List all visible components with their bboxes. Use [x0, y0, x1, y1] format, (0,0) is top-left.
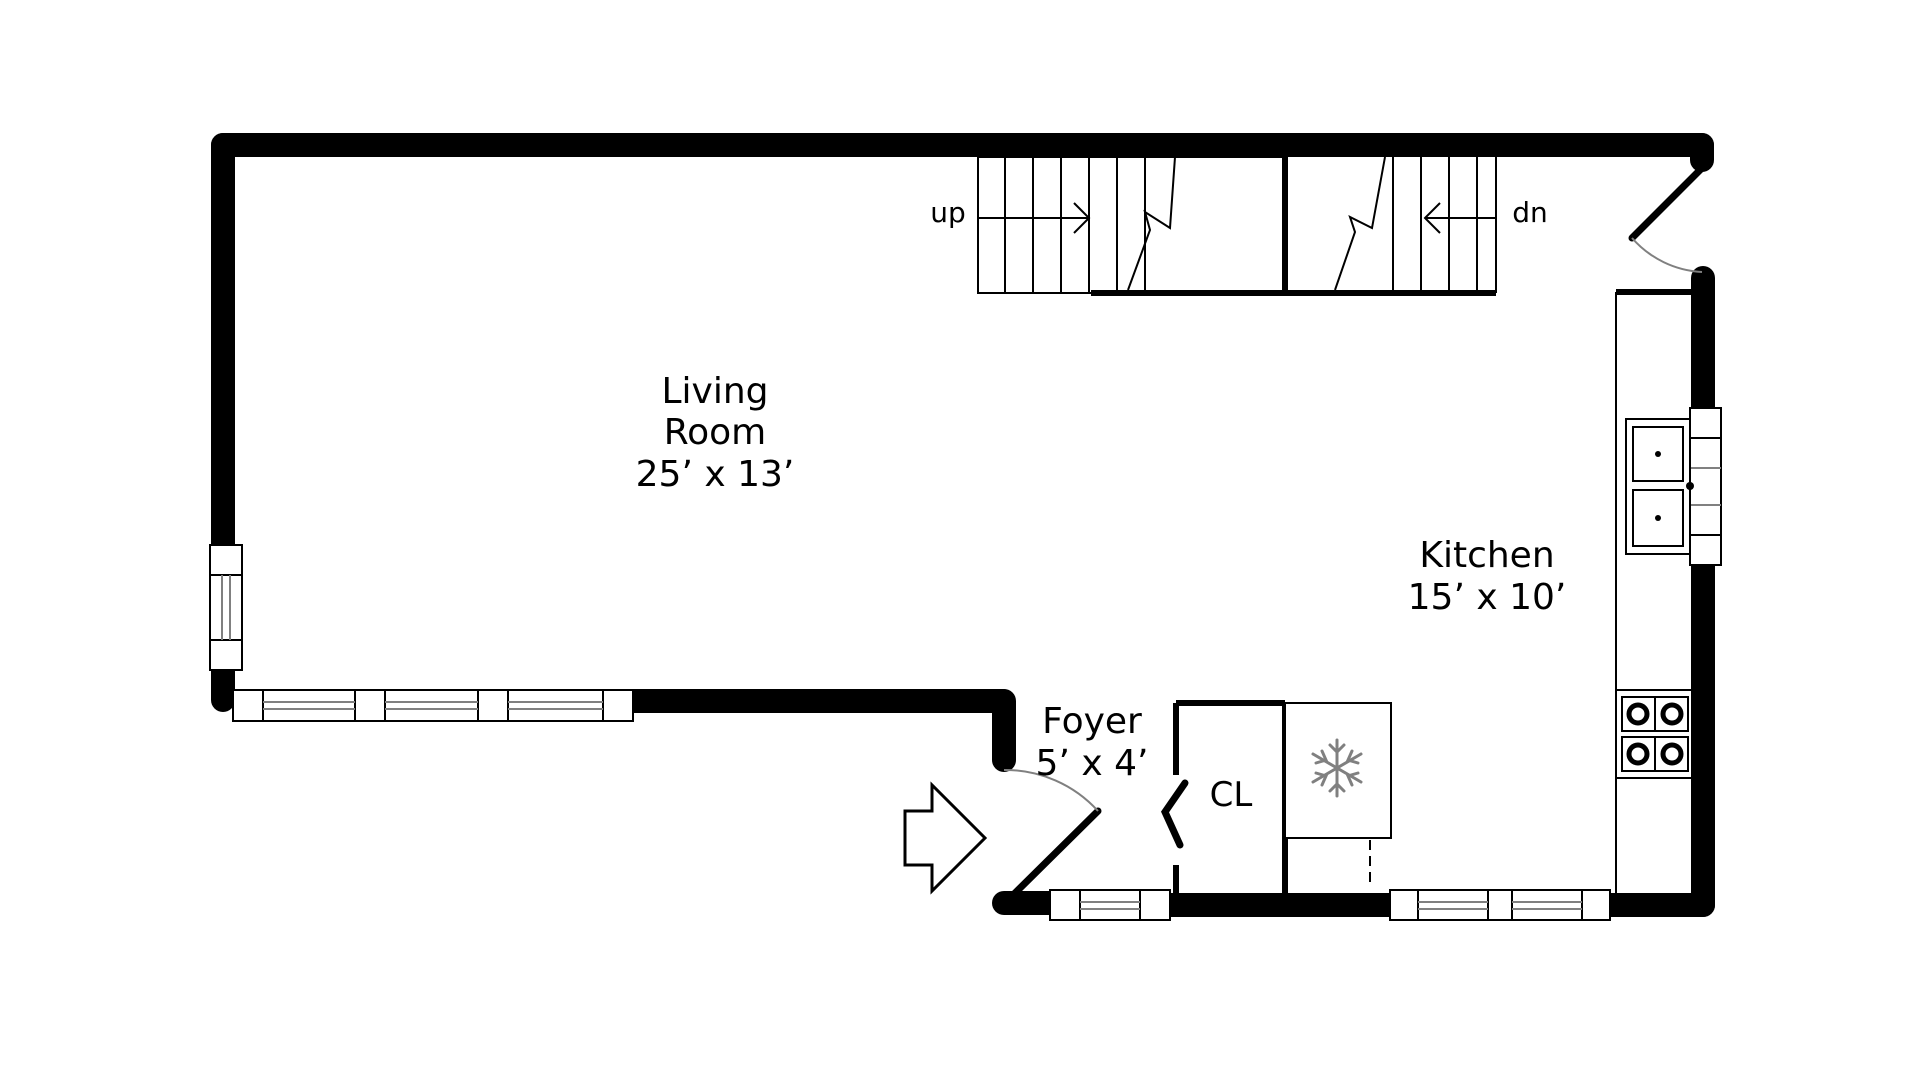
- entry-door: [1003, 768, 1102, 902]
- door-swing-arc: [1631, 237, 1703, 273]
- window-living-bottom: [232, 689, 634, 722]
- window-kitchen-bottom: [1389, 889, 1611, 921]
- window-left: [209, 544, 243, 671]
- foyer-dimensions: 5’ x 4’: [1036, 743, 1149, 784]
- window-kitchen-right: [1689, 407, 1722, 566]
- kitchen-dimensions: 15’ x 10’: [1408, 577, 1567, 618]
- living-room-name-line2: Room: [664, 412, 767, 453]
- door-leaf: [1006, 807, 1102, 902]
- stair-down-arrowhead: [1423, 202, 1441, 234]
- closet-label: CL: [1210, 775, 1253, 815]
- door-leaf: [1628, 164, 1706, 242]
- door-swing-arc: [1003, 768, 1099, 812]
- foyer-name: Foyer: [1042, 701, 1142, 742]
- double-sink-icon: [1625, 418, 1694, 555]
- refrigerator: [1284, 702, 1392, 885]
- snowflake-icon: [1311, 738, 1363, 798]
- stair-break-line: [1127, 156, 1176, 291]
- stove-burners-icon: [1615, 689, 1693, 779]
- stairs: [977, 156, 1497, 294]
- entry-arrow-icon: [903, 781, 988, 895]
- stair-up-arrowhead: [1073, 202, 1091, 234]
- exterior-walls: [211, 133, 1715, 917]
- living-room-name: Living: [661, 371, 768, 412]
- closet-bifold-door: [1160, 779, 1189, 849]
- stair-up-run: [977, 156, 1286, 294]
- stair-down-label: dn: [1512, 196, 1548, 229]
- stair-up-label: up: [930, 196, 966, 229]
- stair-break-line: [1334, 156, 1386, 291]
- living-room-dimensions: 25’ x 13’: [636, 454, 795, 495]
- kitchen-name: Kitchen: [1419, 535, 1554, 576]
- window-foyer-bottom: [1049, 889, 1171, 921]
- kitchen-exterior-door: [1628, 164, 1706, 273]
